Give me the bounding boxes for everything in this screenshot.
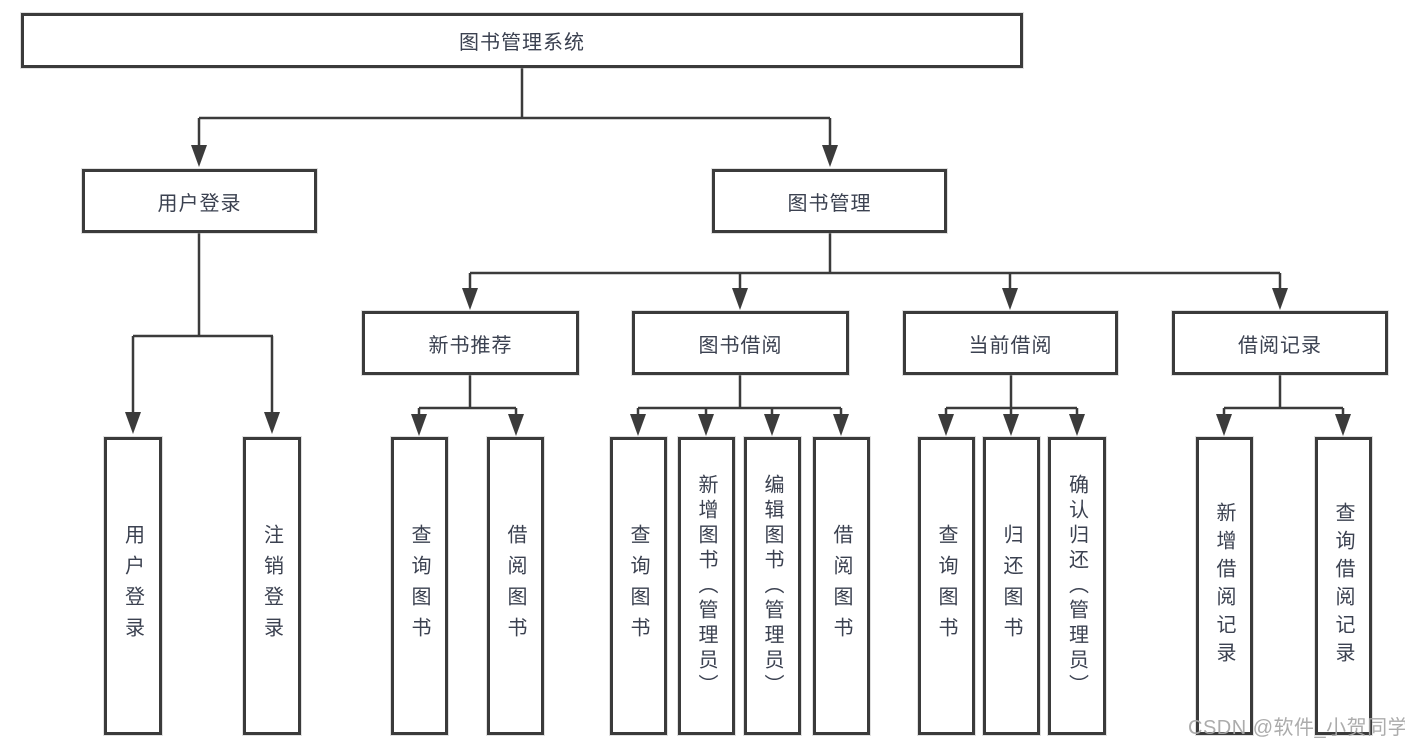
leaf-user-login: 用户登录 [104, 437, 162, 735]
leaf-borrow-books-recommend: 借阅图书 [487, 437, 544, 735]
leaf-add-book-admin: 新增图书（管理员） [678, 437, 735, 735]
leaf-add-borrow-record: 新增借阅记录 [1196, 437, 1253, 735]
leaf-logout: 注销登录 [243, 437, 301, 735]
node-root: 图书管理系统 [21, 13, 1023, 68]
node-current-borrow: 当前借阅 [903, 311, 1118, 375]
node-user-login: 用户登录 [82, 169, 317, 233]
leaf-query-books-borrow: 查询图书 [610, 437, 667, 735]
node-book-management: 图书管理 [712, 169, 947, 233]
leaf-edit-book-admin: 编辑图书（管理员） [744, 437, 801, 735]
leaf-query-books-current: 查询图书 [918, 437, 975, 735]
leaf-query-borrow-record: 查询借阅记录 [1315, 437, 1372, 735]
leaf-query-books-recommend: 查询图书 [391, 437, 448, 735]
leaf-borrow-books: 借阅图书 [813, 437, 870, 735]
watermark: CSDN @软件_小贺同学 [1188, 717, 1405, 739]
node-book-borrow: 图书借阅 [632, 311, 849, 375]
node-borrow-records: 借阅记录 [1172, 311, 1388, 375]
leaf-return-books: 归还图书 [983, 437, 1040, 735]
leaf-confirm-return-admin: 确认归还（管理员） [1048, 437, 1106, 735]
node-new-book-recommend: 新书推荐 [362, 311, 579, 375]
arrowheads [125, 145, 1351, 436]
